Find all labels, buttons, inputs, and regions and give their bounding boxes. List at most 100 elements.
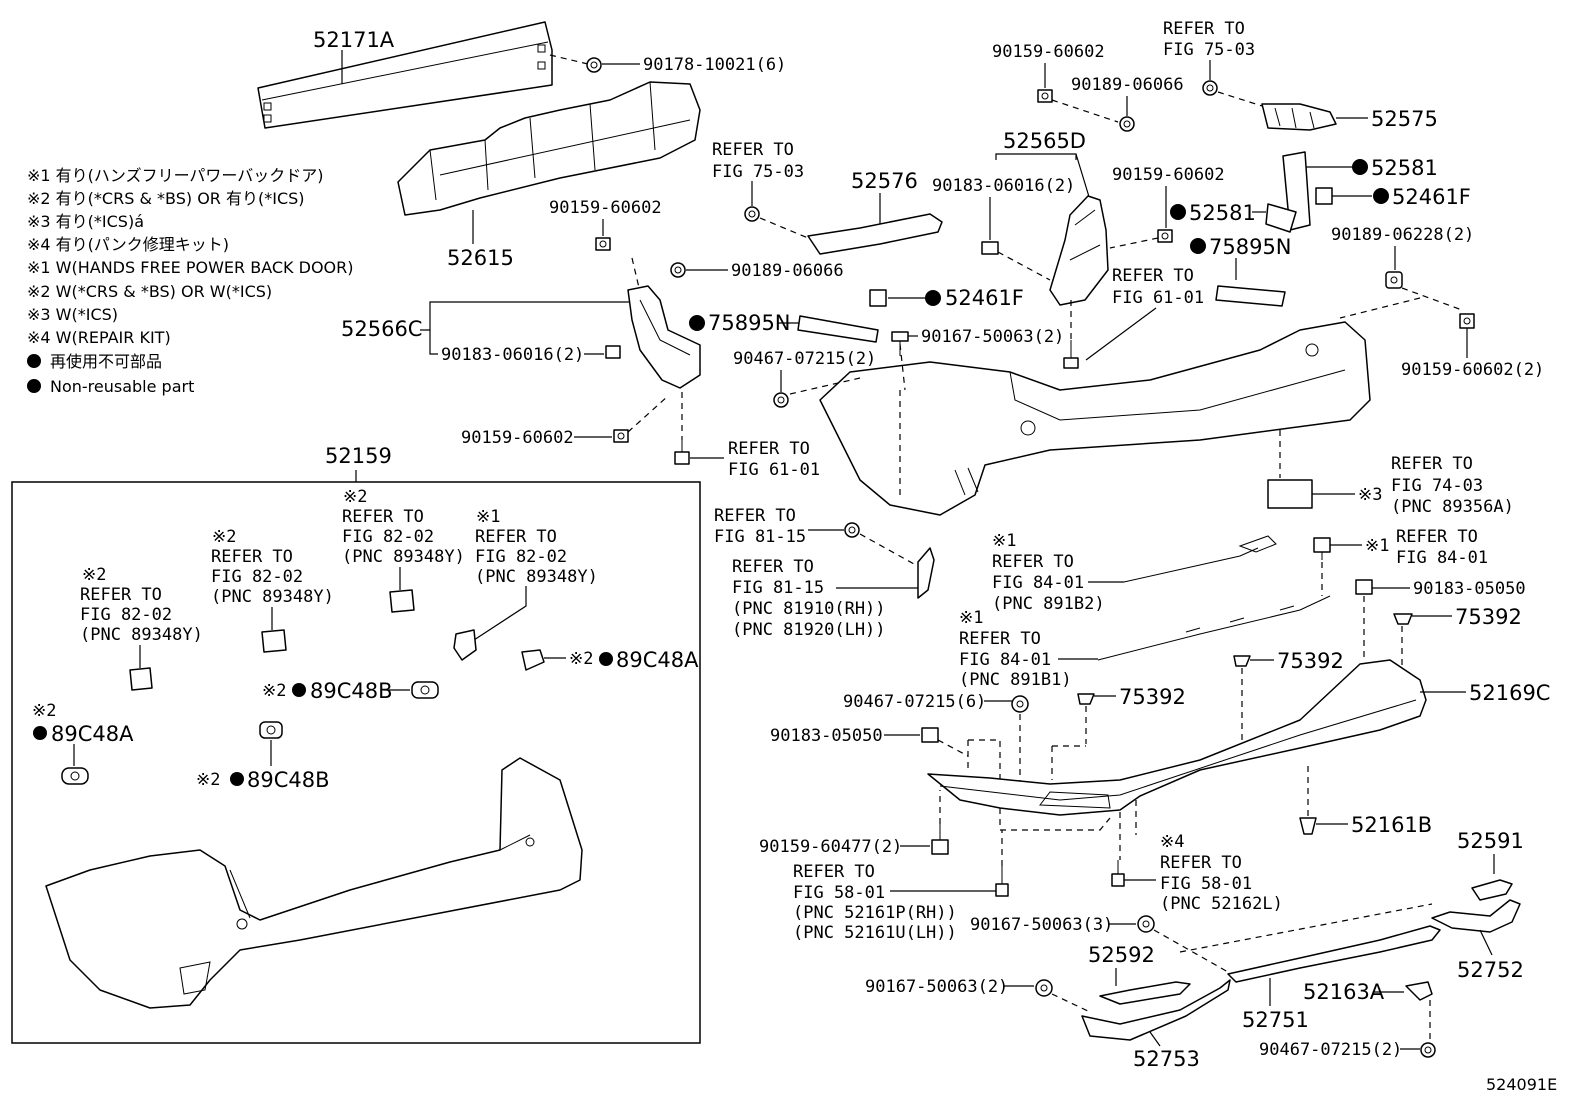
condition-mark: ※2: [82, 565, 106, 585]
leader-line: [1109, 237, 1159, 249]
clip-icon: [744, 206, 760, 222]
part-number-52591: 52591: [1457, 829, 1524, 853]
part-number-90178-10021: 90178-10021(6): [643, 55, 786, 75]
part-number-52581: 52581: [1371, 156, 1438, 180]
non-reusable-bullet-icon: [292, 683, 306, 697]
leader-line: [899, 343, 906, 391]
legend-line: Non-reusable part: [50, 377, 194, 396]
legend-line: 再使用不可部品: [50, 352, 162, 371]
refer-to-label: FIG 61-01: [1112, 288, 1204, 308]
leader-line: [631, 257, 641, 293]
part-number-89C48A: 89C48A: [51, 722, 134, 746]
refer-to-label: FIG 82-02: [342, 527, 434, 547]
part-number-90159-60602: 90159-60602(2): [1401, 360, 1544, 380]
legend-line: ※2 有り(*CRS & *BS) OR 有り(*ICS): [27, 189, 305, 208]
leader-line: [429, 330, 438, 355]
cushion-52461F: [1315, 187, 1333, 205]
leader-line: [1401, 287, 1463, 311]
leader-line: [1085, 307, 1157, 361]
refer-to-label: REFER TO: [1396, 527, 1478, 547]
refer-to-label: REFER TO: [732, 557, 814, 577]
leader-line: [420, 301, 630, 331]
sensor-cover-89C48A: [61, 767, 89, 785]
inset-frame: [11, 481, 701, 1044]
lower-bumper-52169C: [927, 659, 1427, 816]
pad-icon: [1077, 693, 1095, 705]
screw-icon: [1063, 340, 1079, 369]
part-number-90189-06066: 90189-06066: [731, 261, 844, 281]
refer-to-label: FIG 82-02: [475, 547, 567, 567]
clip-icon: [921, 727, 939, 743]
part-number-89C48B: 89C48B: [247, 768, 330, 792]
screw-icon: [1111, 860, 1125, 887]
refer-to-label: (PNC 89348Y): [80, 625, 203, 645]
sensor-icon: [1313, 537, 1331, 560]
leader-line: [473, 586, 527, 641]
part-number-52576: 52576: [851, 169, 918, 193]
refer-to-label: REFER TO: [712, 140, 794, 160]
part-number-52159: 52159: [325, 444, 392, 468]
refer-to-label: FIG 84-01: [992, 573, 1084, 593]
sensor-bracket-89356A: [1267, 479, 1313, 509]
legend-line: ※1 有り(ハンズフリーパワーバックドア): [27, 166, 324, 185]
part-number-89C48B: 89C48B: [310, 679, 393, 703]
refer-to-label: FIG 84-01: [959, 650, 1051, 670]
garnish-52752: [1431, 899, 1521, 933]
legend-line: ※4 有り(パンク修理キット): [27, 235, 229, 254]
reflector-75895N: [797, 315, 879, 343]
condition-mark: ※2: [196, 770, 220, 790]
screw-icon: [1035, 979, 1053, 997]
refer-to-label: REFER TO: [80, 585, 162, 605]
refer-to-label: FIG 61-01: [728, 460, 820, 480]
refer-to-label: REFER TO: [342, 507, 424, 527]
refer-to-label: (PNC 89348Y): [342, 547, 465, 567]
part-number-90467-07215: 90467-07215(2): [1259, 1040, 1402, 1060]
part-number-52169C: 52169C: [1469, 681, 1550, 705]
refer-to-label: REFER TO: [992, 552, 1074, 572]
bolt-icon: [931, 824, 949, 855]
refer-to-label: FIG 82-02: [211, 567, 303, 587]
refer-to-label: FIG 74-03: [1391, 476, 1483, 496]
part-number-90183-06016: 90183-06016(2): [932, 176, 1075, 196]
wire-harness-891B1: [1097, 595, 1331, 661]
legend-line: ※3 W(*ICS): [27, 305, 118, 324]
part-number-75392: 75392: [1277, 649, 1344, 673]
part-number-90189-06066: 90189-06066: [1071, 75, 1184, 95]
part-number-52581: 52581: [1189, 201, 1256, 225]
condition-mark: ※2: [212, 527, 236, 547]
condition-mark: ※2: [343, 487, 367, 507]
rear-bumper-cover-52159: [45, 757, 583, 1009]
refer-to-label: FIG 81-15: [732, 578, 824, 598]
refer-to-label: FIG 82-02: [80, 605, 172, 625]
part-number-90167-50063: 90167-50063(3): [970, 915, 1113, 935]
leader-line: [759, 217, 809, 239]
cushion-52461F: [869, 289, 887, 307]
bolt-icon: [1157, 229, 1173, 243]
legend: ※1 有り(ハンズフリーパワーバックドア) ※2 有り(*CRS & *BS) …: [27, 166, 354, 396]
refer-to-label: (PNC 89348Y): [211, 587, 334, 607]
part-number-90159-60602: 90159-60602: [1112, 165, 1225, 185]
leader-line: [937, 739, 969, 757]
leader-line: [1217, 91, 1263, 107]
condition-mark: ※4: [1160, 832, 1184, 852]
non-reusable-bullet-icon: [1190, 238, 1206, 254]
refer-to-label: (PNC 89356A): [1391, 497, 1514, 517]
condition-mark: ※3: [1358, 485, 1382, 505]
part-number-52565D: 52565D: [1003, 129, 1086, 153]
leader-line: [997, 251, 1051, 281]
spacer-52581: [1265, 203, 1297, 233]
wire-harness-891B2: [1123, 547, 1259, 583]
refer-to-label: (PNC 891B1): [959, 670, 1072, 690]
clip-icon: [1011, 695, 1029, 713]
part-number-90183-05050: 90183-05050: [770, 726, 883, 746]
part-number-90467-07215: 90467-07215(2): [733, 349, 876, 369]
condition-mark: ※1: [959, 608, 983, 628]
non-reusable-bullet-icon: [27, 354, 41, 368]
bolt-icon: [595, 237, 611, 251]
clip-icon: [605, 345, 621, 359]
reflector-81910: [917, 547, 935, 599]
non-reusable-bullet-icon: [230, 772, 244, 786]
sensor-cover-89C48B: [259, 721, 283, 739]
leader-line: [1479, 929, 1493, 956]
